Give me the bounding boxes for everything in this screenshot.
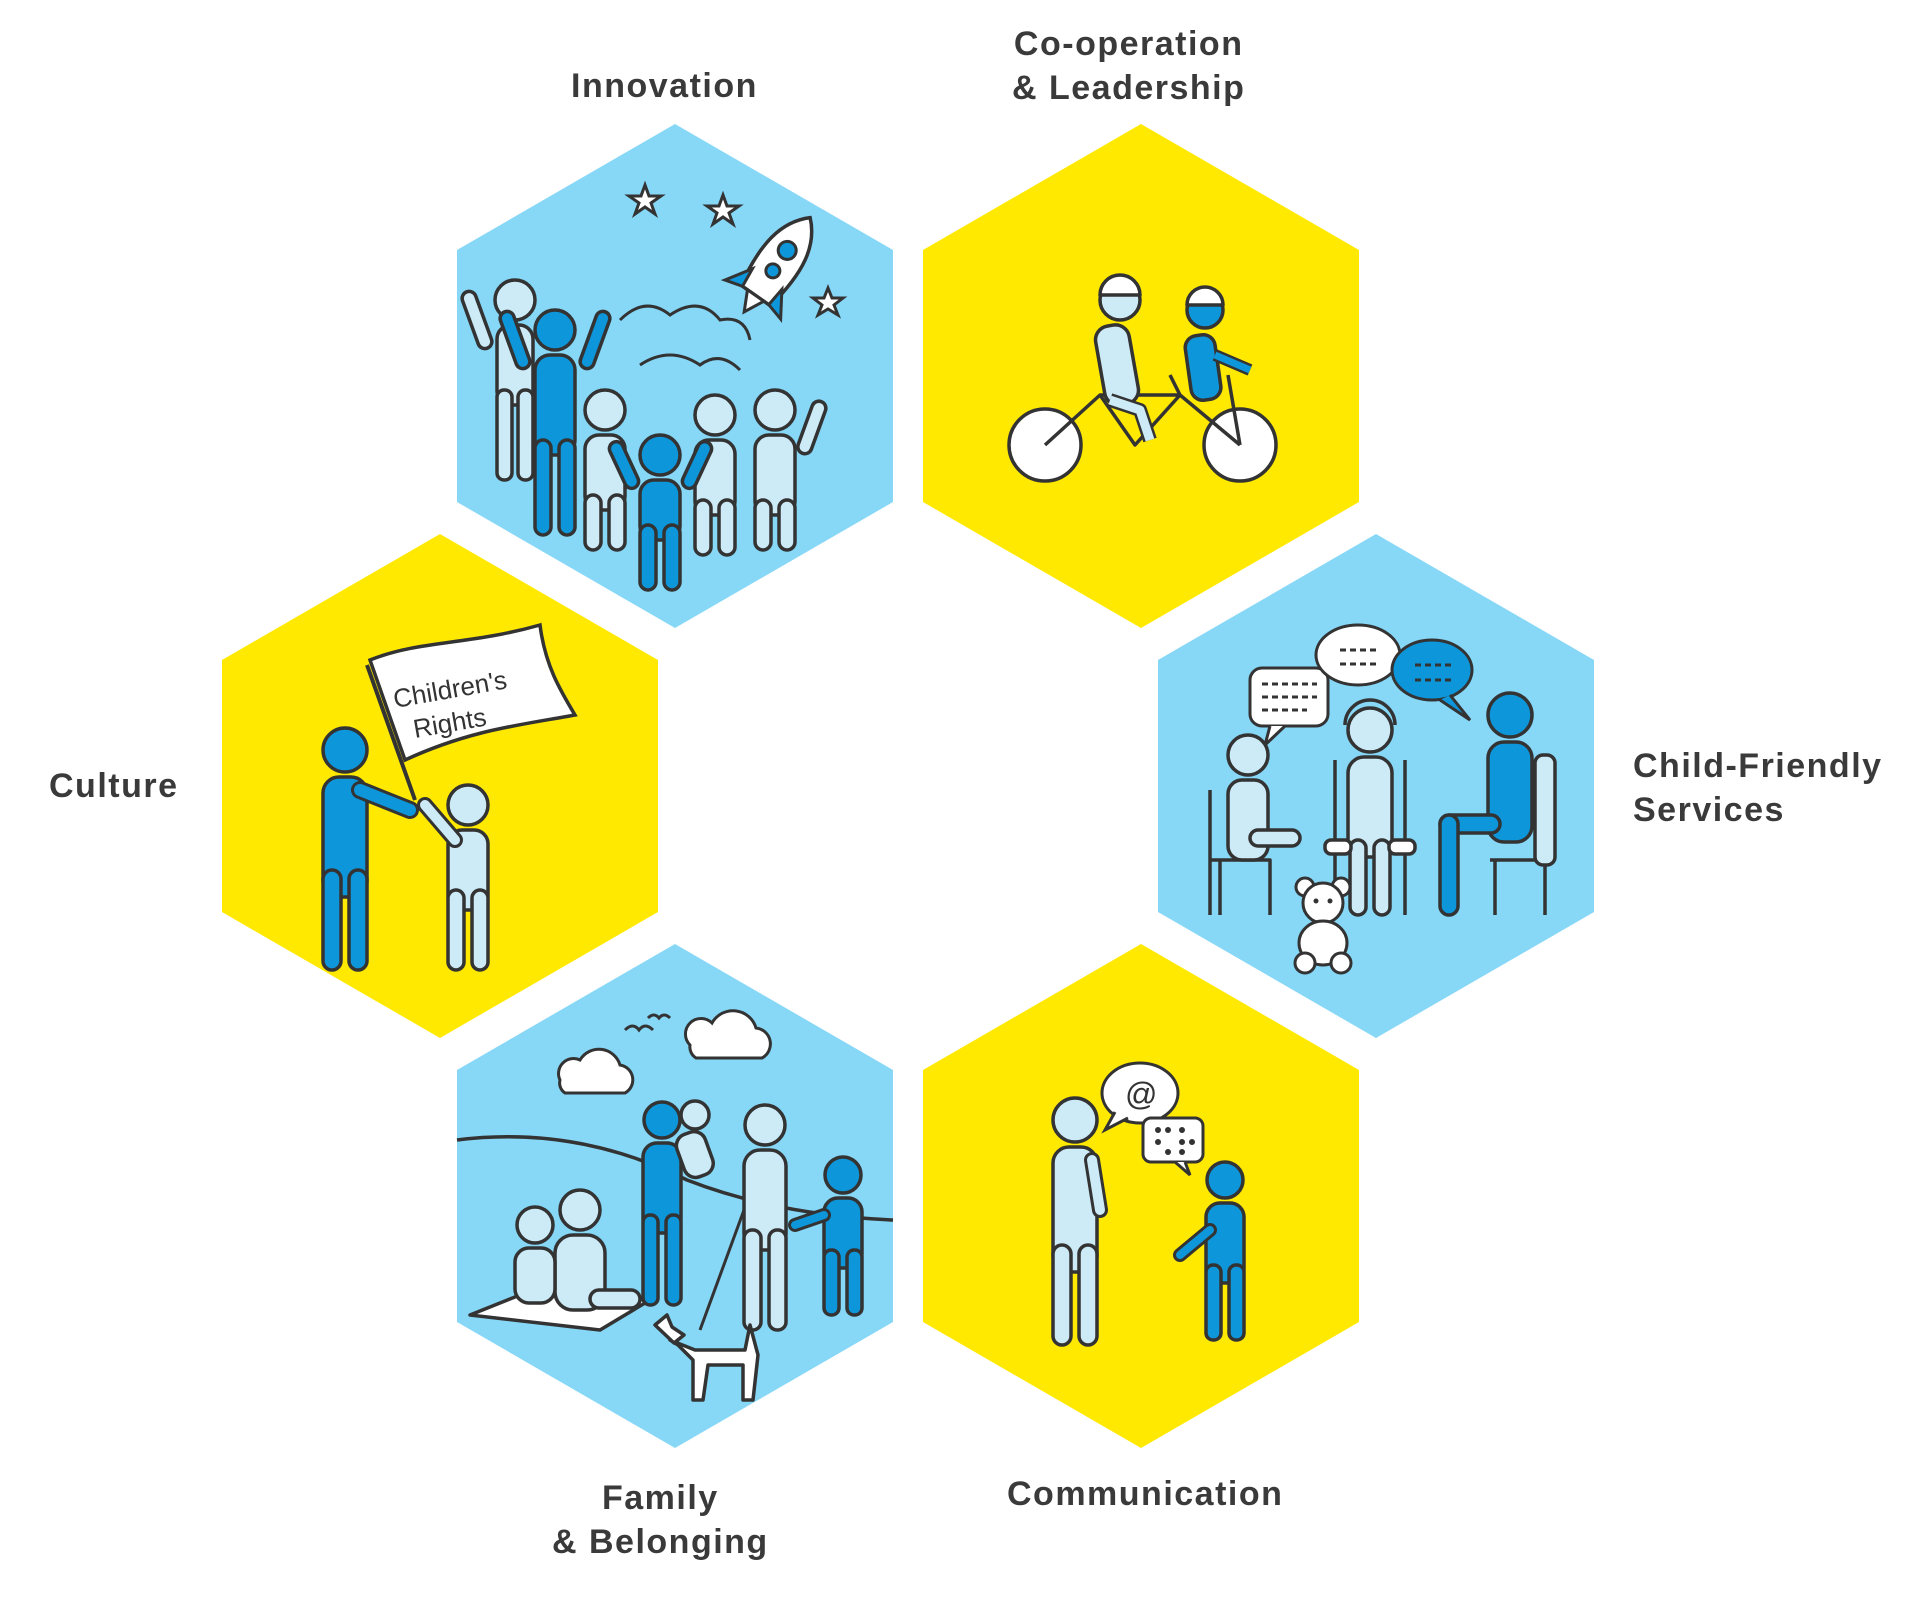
label-line: Culture xyxy=(49,767,179,805)
label-innovation: Innovation xyxy=(571,64,758,108)
tandem-bicycle-illustration xyxy=(1007,273,1278,483)
speech-bubble-icon xyxy=(1248,623,1474,750)
label-line: Co-operation xyxy=(1013,25,1244,63)
family-picnic-illustration xyxy=(456,1099,894,1332)
label-line: Family xyxy=(601,1479,719,1517)
label-family: Family & Belonging xyxy=(552,1476,769,1564)
label-line: & Belonging xyxy=(552,1523,769,1561)
label-cooperation: Co-operation & Leadership xyxy=(1012,22,1245,110)
hexagon-cooperation xyxy=(923,124,1359,628)
rocket-illustration xyxy=(618,196,840,372)
label-line: Communication xyxy=(1007,1475,1284,1513)
label-line: Child-Friendly xyxy=(1633,747,1883,785)
label-line: Innovation xyxy=(571,67,758,105)
star-icon xyxy=(624,180,848,319)
adult-and-child-talking-illustration xyxy=(1051,1096,1246,1347)
speech-bubble-icon: @ xyxy=(1100,1061,1205,1177)
at-sign: @ xyxy=(1125,1076,1157,1112)
label-communication: Communication xyxy=(1007,1472,1283,1516)
cloud-icon xyxy=(557,1009,772,1095)
label-culture: Culture xyxy=(49,764,179,808)
label-services: Child-Friendly Services xyxy=(1633,744,1883,832)
hexagon-culture xyxy=(222,534,658,1038)
flag-illustration: Children's Rights xyxy=(365,622,578,801)
hexagon-communication xyxy=(923,944,1359,1448)
label-line: Services xyxy=(1633,791,1785,829)
seated-group-illustration xyxy=(1208,691,1557,917)
celebrating-people-illustration xyxy=(460,278,828,592)
adult-and-child-illustration xyxy=(321,726,490,972)
bird-icon xyxy=(623,1013,672,1033)
dog-icon xyxy=(653,1313,760,1402)
label-line: & Leadership xyxy=(1012,69,1246,107)
